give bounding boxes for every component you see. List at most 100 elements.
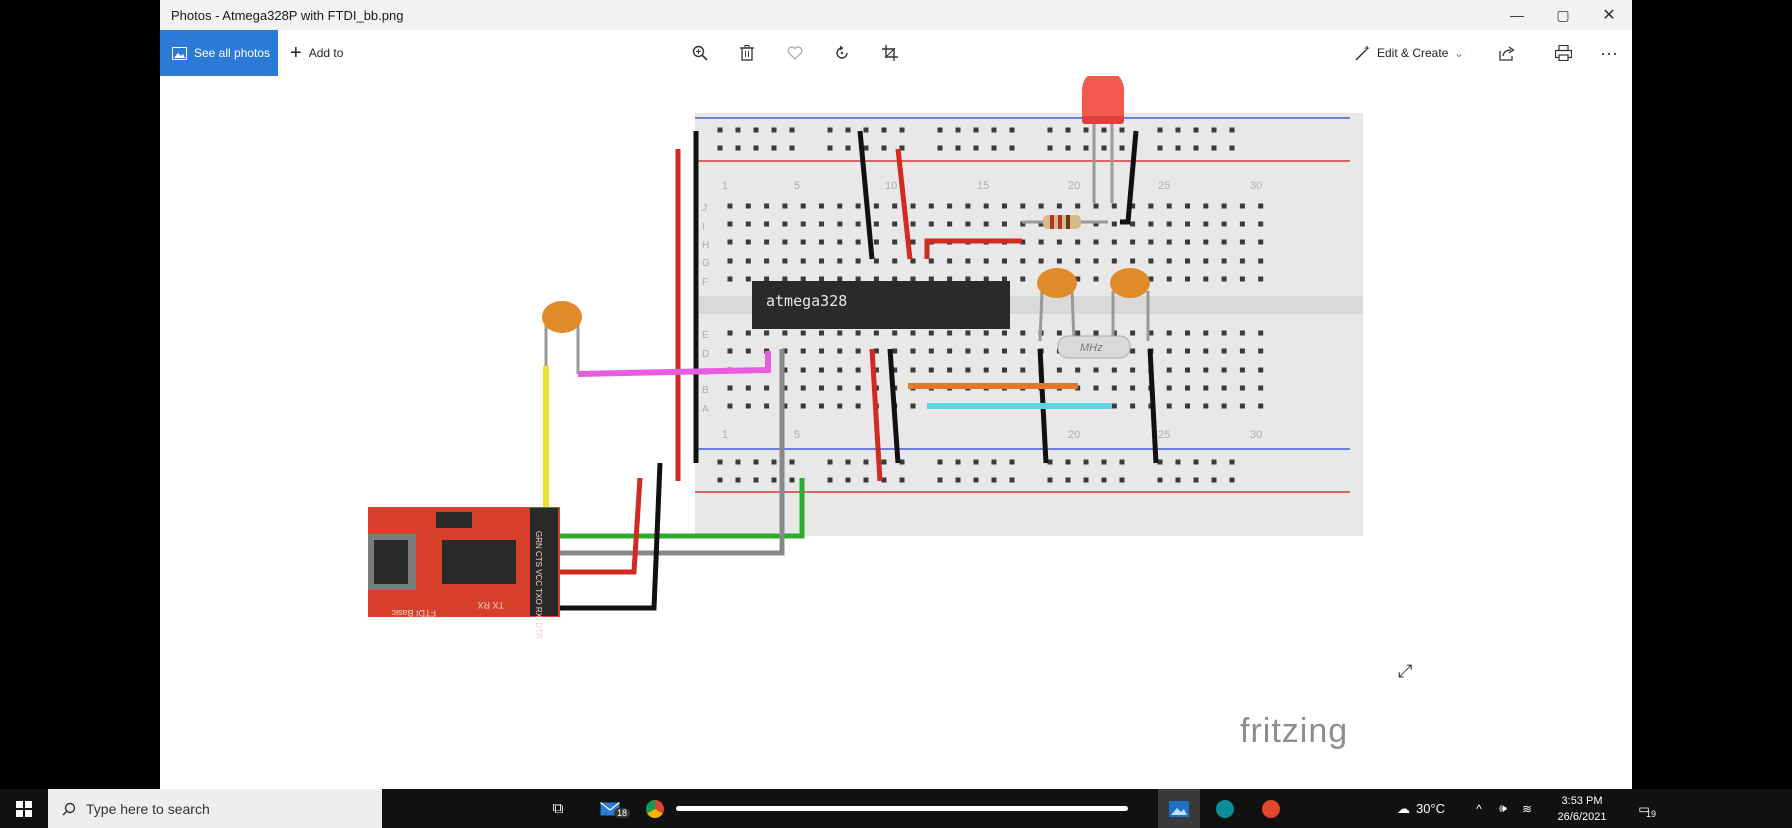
fritzing-logo: fritzing [1240,712,1349,750]
add-to-button[interactable]: + Add to [290,30,343,76]
breadboard-hole [745,239,751,245]
maximize-button[interactable]: ▢ [1556,6,1570,23]
cap-leg [1070,290,1076,342]
breadboard-hole [947,221,953,227]
weather-widget[interactable]: ☁ 30°C [1378,789,1464,828]
breadboard-hole [855,385,861,391]
breadboard-hole [892,239,898,245]
notifications-button[interactable]: ▭ 19 [1626,789,1662,828]
volume-button[interactable]: 🕪 [1492,789,1514,828]
breadboard-hole [855,203,861,209]
breadboard-hole [1175,477,1181,483]
task-view-icon: ⧉ [552,800,564,817]
breadboard-hole [899,459,905,465]
breadboard-hole [1157,459,1163,465]
row-letter: F [702,277,708,288]
breadboard-hole [837,203,843,209]
see-all-photos-button[interactable]: See all photos [160,30,278,76]
breadboard-hole [837,348,843,354]
favorite-button[interactable] [778,30,812,76]
recording-app[interactable] [1250,789,1292,828]
breadboard-hole [753,127,759,133]
black-wire [542,462,663,611]
breadboard-hole [1175,145,1181,151]
fullscreen-button[interactable]: ⤢ [1398,661,1412,682]
breadboard-hole [1130,258,1136,264]
share-button[interactable] [1490,30,1524,76]
breadboard-hole [1258,367,1264,373]
breadboard-hole [1166,385,1172,391]
edit-create-button[interactable]: Edit & Create ⌄ [1355,30,1464,76]
arduino-icon [1216,799,1234,818]
start-button[interactable] [0,789,48,828]
delete-button[interactable] [730,30,764,76]
crystal [1057,335,1131,359]
breadboard-hole [1093,367,1099,373]
zoom-button[interactable] [683,30,717,76]
breadboard-hole [1175,127,1181,133]
row-letter: G [702,258,710,269]
breadboard-hole [965,276,971,282]
breadboard-hole [727,258,733,264]
minimize-button[interactable]: — [1510,7,1524,23]
breadboard-hole [1221,239,1227,245]
close-button[interactable]: ✕ [1602,7,1616,24]
col-number: 25 [1158,180,1170,192]
notification-icon: ▭ [1638,801,1650,816]
breadboard-hole [827,459,833,465]
breadboard-hole [973,477,979,483]
breadboard-hole [1166,330,1172,336]
col-number: 30 [1250,429,1262,441]
breadboard-hole [955,459,961,465]
show-hidden-icons[interactable]: ^ [1468,789,1490,828]
breadboard-hole [717,459,723,465]
ceramic-capacitor [542,301,582,333]
print-button[interactable] [1546,30,1580,76]
breadboard-hole [1229,477,1235,483]
task-view-button[interactable]: ⧉ [536,789,580,828]
photos-app[interactable] [1158,789,1200,828]
breadboard-hole [1093,276,1099,282]
breadboard-hole [1065,127,1071,133]
more-button[interactable]: ··· [1592,30,1626,76]
breadboard-hole [753,477,759,483]
taskbar-search[interactable]: Type here to search [48,789,382,828]
breadboard-hole [800,276,806,282]
red-wire [924,238,1022,259]
breadboard-hole [727,385,733,391]
breadboard-hole [735,477,741,483]
crop-button[interactable] [873,30,907,76]
pinned-apps-bar [676,806,1128,811]
breadboard-hole [837,403,843,409]
breadboard-hole [910,403,916,409]
chrome-app[interactable] [640,789,670,828]
col-number: 10 [885,180,897,192]
breadboard-hole [1130,367,1136,373]
mail-app[interactable]: 18 [588,789,632,828]
breadboard-hole [1111,203,1117,209]
breadboard-hole [1083,145,1089,151]
breadboard-hole [855,330,861,336]
col-number: 30 [1250,180,1262,192]
title-bar: Photos - Atmega328P with FTDI_bb.png — ▢… [160,0,1632,30]
breadboard-hole [910,276,916,282]
breadboard-hole [1093,221,1099,227]
breadboard-hole [1239,258,1245,264]
breadboard-hole [789,477,795,483]
clock[interactable]: 3:53 PM 26/6/2021 [1542,789,1622,828]
breadboard-hole [782,385,788,391]
toolbar: See all photos + Add to Edit & Create ⌄ [160,30,1632,76]
rotate-button[interactable] [825,30,859,76]
network-button[interactable]: ≋ [1516,789,1538,828]
taskbar-pinned-apps [670,789,1134,828]
ftdi-regulator [436,512,472,528]
breadboard-hole [1002,330,1007,336]
breadboard-hole [1038,258,1044,264]
breadboard-hole [910,239,916,245]
ftdi-chip [442,540,516,584]
led-rim [1082,114,1124,124]
arduino-app[interactable] [1204,789,1246,828]
breadboard-hole [1083,459,1089,465]
breadboard-hole [782,330,788,336]
breadboard-hole [1221,348,1227,354]
